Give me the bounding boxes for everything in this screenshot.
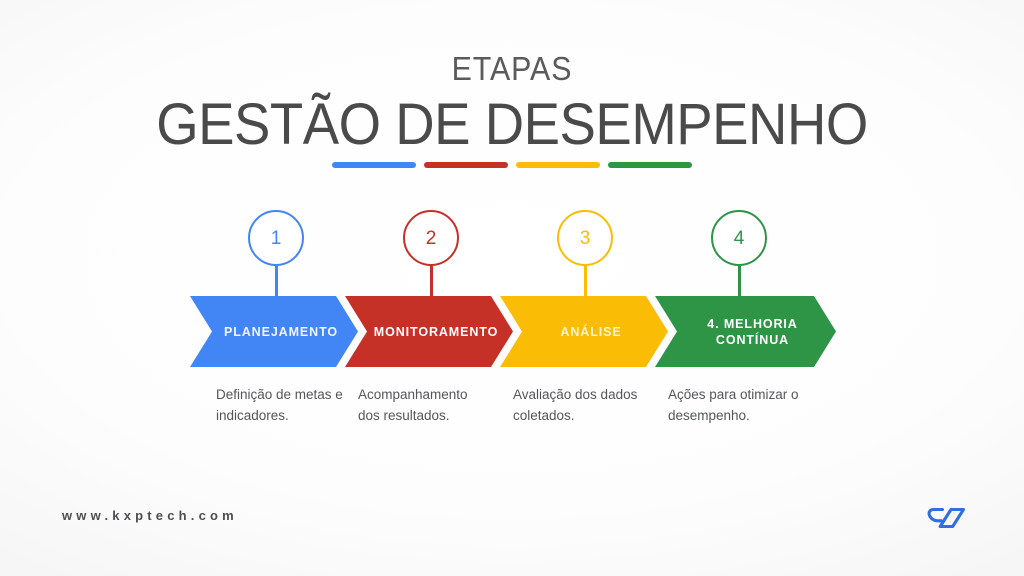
- process-steps: 1 2 3 4 PLANEJAMENTO MONITORAMENTO: [190, 0, 836, 576]
- page-title: GESTÃO DE DESEMPENHO: [156, 92, 868, 157]
- divider-bar-red: [424, 162, 508, 168]
- divider-bar-yellow: [516, 162, 600, 168]
- step-description-2: Acompanhamento dos resultados.: [358, 387, 468, 423]
- step-number-circle-3: 3: [557, 210, 613, 266]
- step-stem-2: [430, 266, 433, 302]
- step-number-circle-4: 4: [711, 210, 767, 266]
- step-description-1: Definição de metas e indicadores.: [216, 387, 343, 423]
- chevron-label-4: 4. MELHORIA CONTÍNUA: [707, 316, 798, 347]
- chevron-step-2: MONITORAMENTO: [345, 296, 513, 367]
- site-url: www.kxptech.com: [62, 508, 238, 523]
- chevron-step-1: PLANEJAMENTO: [190, 296, 358, 367]
- step-stem-4: [738, 266, 741, 302]
- step-stem-1: [275, 266, 278, 302]
- step-description-3: Avaliação dos dados coletados.: [513, 387, 638, 423]
- step-marker-2: 2: [403, 210, 459, 302]
- step-description-4: Ações para otimizar o desempenho.: [668, 387, 799, 423]
- step-marker-1: 1: [248, 210, 304, 302]
- divider-bar-blue: [332, 162, 416, 168]
- kxptech-logo: [925, 499, 975, 537]
- eyebrow-text: ETAPAS: [451, 50, 573, 87]
- divider-bars: [0, 162, 1024, 168]
- chevron-step-3: ANÁLISE: [500, 296, 668, 367]
- chevron-step-4: 4. MELHORIA CONTÍNUA: [655, 296, 836, 367]
- step-marker-3: 3: [557, 210, 613, 302]
- step-markers: 1 2 3 4: [190, 210, 836, 302]
- chevron-band: PLANEJAMENTO MONITORAMENTO ANÁLISE 4. ME…: [190, 296, 836, 367]
- header: ETAPAS GESTÃO DE DESEMPENHO: [0, 52, 1024, 155]
- chevron-label-2: MONITORAMENTO: [373, 324, 499, 339]
- chevron-label-1: PLANEJAMENTO: [223, 324, 339, 339]
- step-number-circle-2: 2: [403, 210, 459, 266]
- step-stem-3: [584, 266, 587, 302]
- step-number-circle-1: 1: [248, 210, 304, 266]
- chevron-label-3: ANÁLISE: [560, 324, 622, 339]
- step-marker-4: 4: [711, 210, 767, 302]
- divider-bar-green: [608, 162, 692, 168]
- step-descriptions: Definição de metas e indicadores. Acompa…: [190, 385, 890, 465]
